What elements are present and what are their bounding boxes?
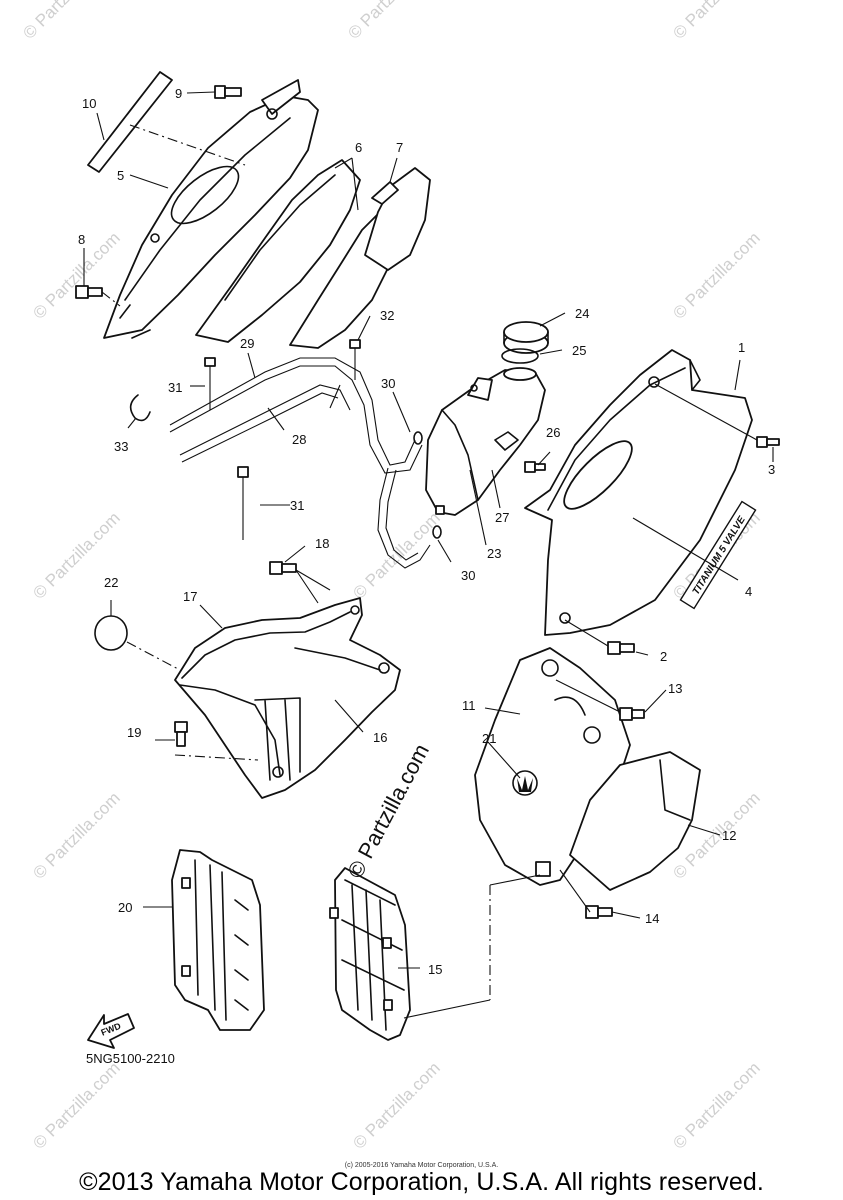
- part-15-louver: [329, 867, 411, 1041]
- callout-18: 18: [315, 536, 329, 551]
- part-7-foam: [364, 167, 431, 271]
- callout-24: 24: [575, 306, 589, 321]
- watermark: © Partzilla.com: [669, 228, 763, 322]
- center-watermark: © Partzilla.com: [342, 740, 434, 883]
- callout-21: 21: [482, 731, 496, 746]
- callout-7: 7: [396, 140, 403, 155]
- callout-2: 2: [660, 649, 667, 664]
- part-13-bolt: [619, 707, 645, 721]
- part-31-band: [237, 466, 249, 540]
- part-22-cap: [94, 615, 128, 651]
- part-28-29-hoses: [169, 339, 431, 569]
- copyright-notice: ©2013 Yamaha Motor Corporation, U.S.A. A…: [79, 1168, 764, 1196]
- part-20-radiator-guard: [171, 849, 265, 1031]
- callout-27: 27: [495, 510, 509, 525]
- callout-15: 15: [428, 962, 442, 977]
- leader-lines: [83, 91, 774, 1019]
- callout-22: 22: [104, 575, 118, 590]
- watermark: © Partzilla.com: [349, 1058, 443, 1152]
- callout-28: 28: [292, 432, 306, 447]
- callout-20: 20: [118, 900, 132, 915]
- watermark: © Partzilla.com: [29, 228, 123, 322]
- callout-30: 30: [461, 568, 475, 583]
- part-2-bolt: [607, 641, 635, 655]
- callout-30: 30: [381, 376, 395, 391]
- watermark: © Partzilla.com: [29, 1058, 123, 1152]
- callout-1: 1: [738, 340, 745, 355]
- callout-labels: 1 2 3 4 5 6 7 8 9 10 11 12 13 14 15 16 1…: [78, 86, 775, 977]
- callout-25: 25: [572, 343, 586, 358]
- callout-13: 13: [668, 681, 682, 696]
- callout-8: 8: [78, 232, 85, 247]
- watermark: © Partzilla.com: [669, 0, 763, 43]
- fwd-arrow-icon: FWD: [87, 1013, 135, 1049]
- watermark: © Partzilla.com: [349, 508, 443, 602]
- part-12-graphic: [569, 751, 701, 891]
- callout-12: 12: [722, 828, 736, 843]
- callout-5: 5: [117, 168, 124, 183]
- part-5-side-cover: [103, 79, 319, 339]
- callout-10: 10: [82, 96, 96, 111]
- watermark: © Partzilla.com: [669, 1058, 763, 1152]
- part-24-cap: [503, 321, 549, 354]
- part-19-bolt: [174, 721, 188, 747]
- callout-11: 11: [462, 698, 476, 713]
- part-25-gasket: [501, 348, 539, 364]
- callout-17: 17: [183, 589, 197, 604]
- part-26-bolt: [524, 461, 546, 473]
- callout-6: 6: [355, 140, 362, 155]
- watermark: © Partzilla.com: [344, 0, 438, 43]
- part-1-side-cover: [524, 349, 753, 636]
- part-18-bolt: [269, 561, 297, 575]
- callout-4: 4: [745, 584, 752, 599]
- part-3-bolt: [756, 436, 780, 448]
- callout-23: 23: [487, 546, 501, 561]
- callout-19: 19: [127, 725, 141, 740]
- part-23-reservoir-tank: [425, 367, 546, 516]
- callout-26: 26: [546, 425, 560, 440]
- part-30-clamp: [413, 431, 442, 539]
- callout-33: 33: [114, 439, 128, 454]
- watermark: © Partzilla.com: [29, 788, 123, 882]
- diagram-code: 5NG5100-2210: [86, 1051, 175, 1066]
- callout-9: 9: [175, 86, 182, 101]
- part-17-shroud: [174, 597, 401, 799]
- watermark: © Partzilla.com: [19, 0, 113, 43]
- part-33-clip: [129, 394, 151, 422]
- callout-29: 29: [240, 336, 254, 351]
- callout-31: 31: [168, 380, 182, 395]
- part-10-strip: [87, 71, 173, 173]
- callout-32: 32: [380, 308, 394, 323]
- tiny-notice: (c) 2005-2016 Yamaha Motor Corporation, …: [344, 1162, 499, 1169]
- callout-3: 3: [768, 462, 775, 477]
- callout-16: 16: [373, 730, 387, 745]
- callout-31: 31: [290, 498, 304, 513]
- part-8-bolt: [75, 285, 103, 299]
- callout-14: 14: [645, 911, 659, 926]
- part-9-bolt: [214, 85, 242, 99]
